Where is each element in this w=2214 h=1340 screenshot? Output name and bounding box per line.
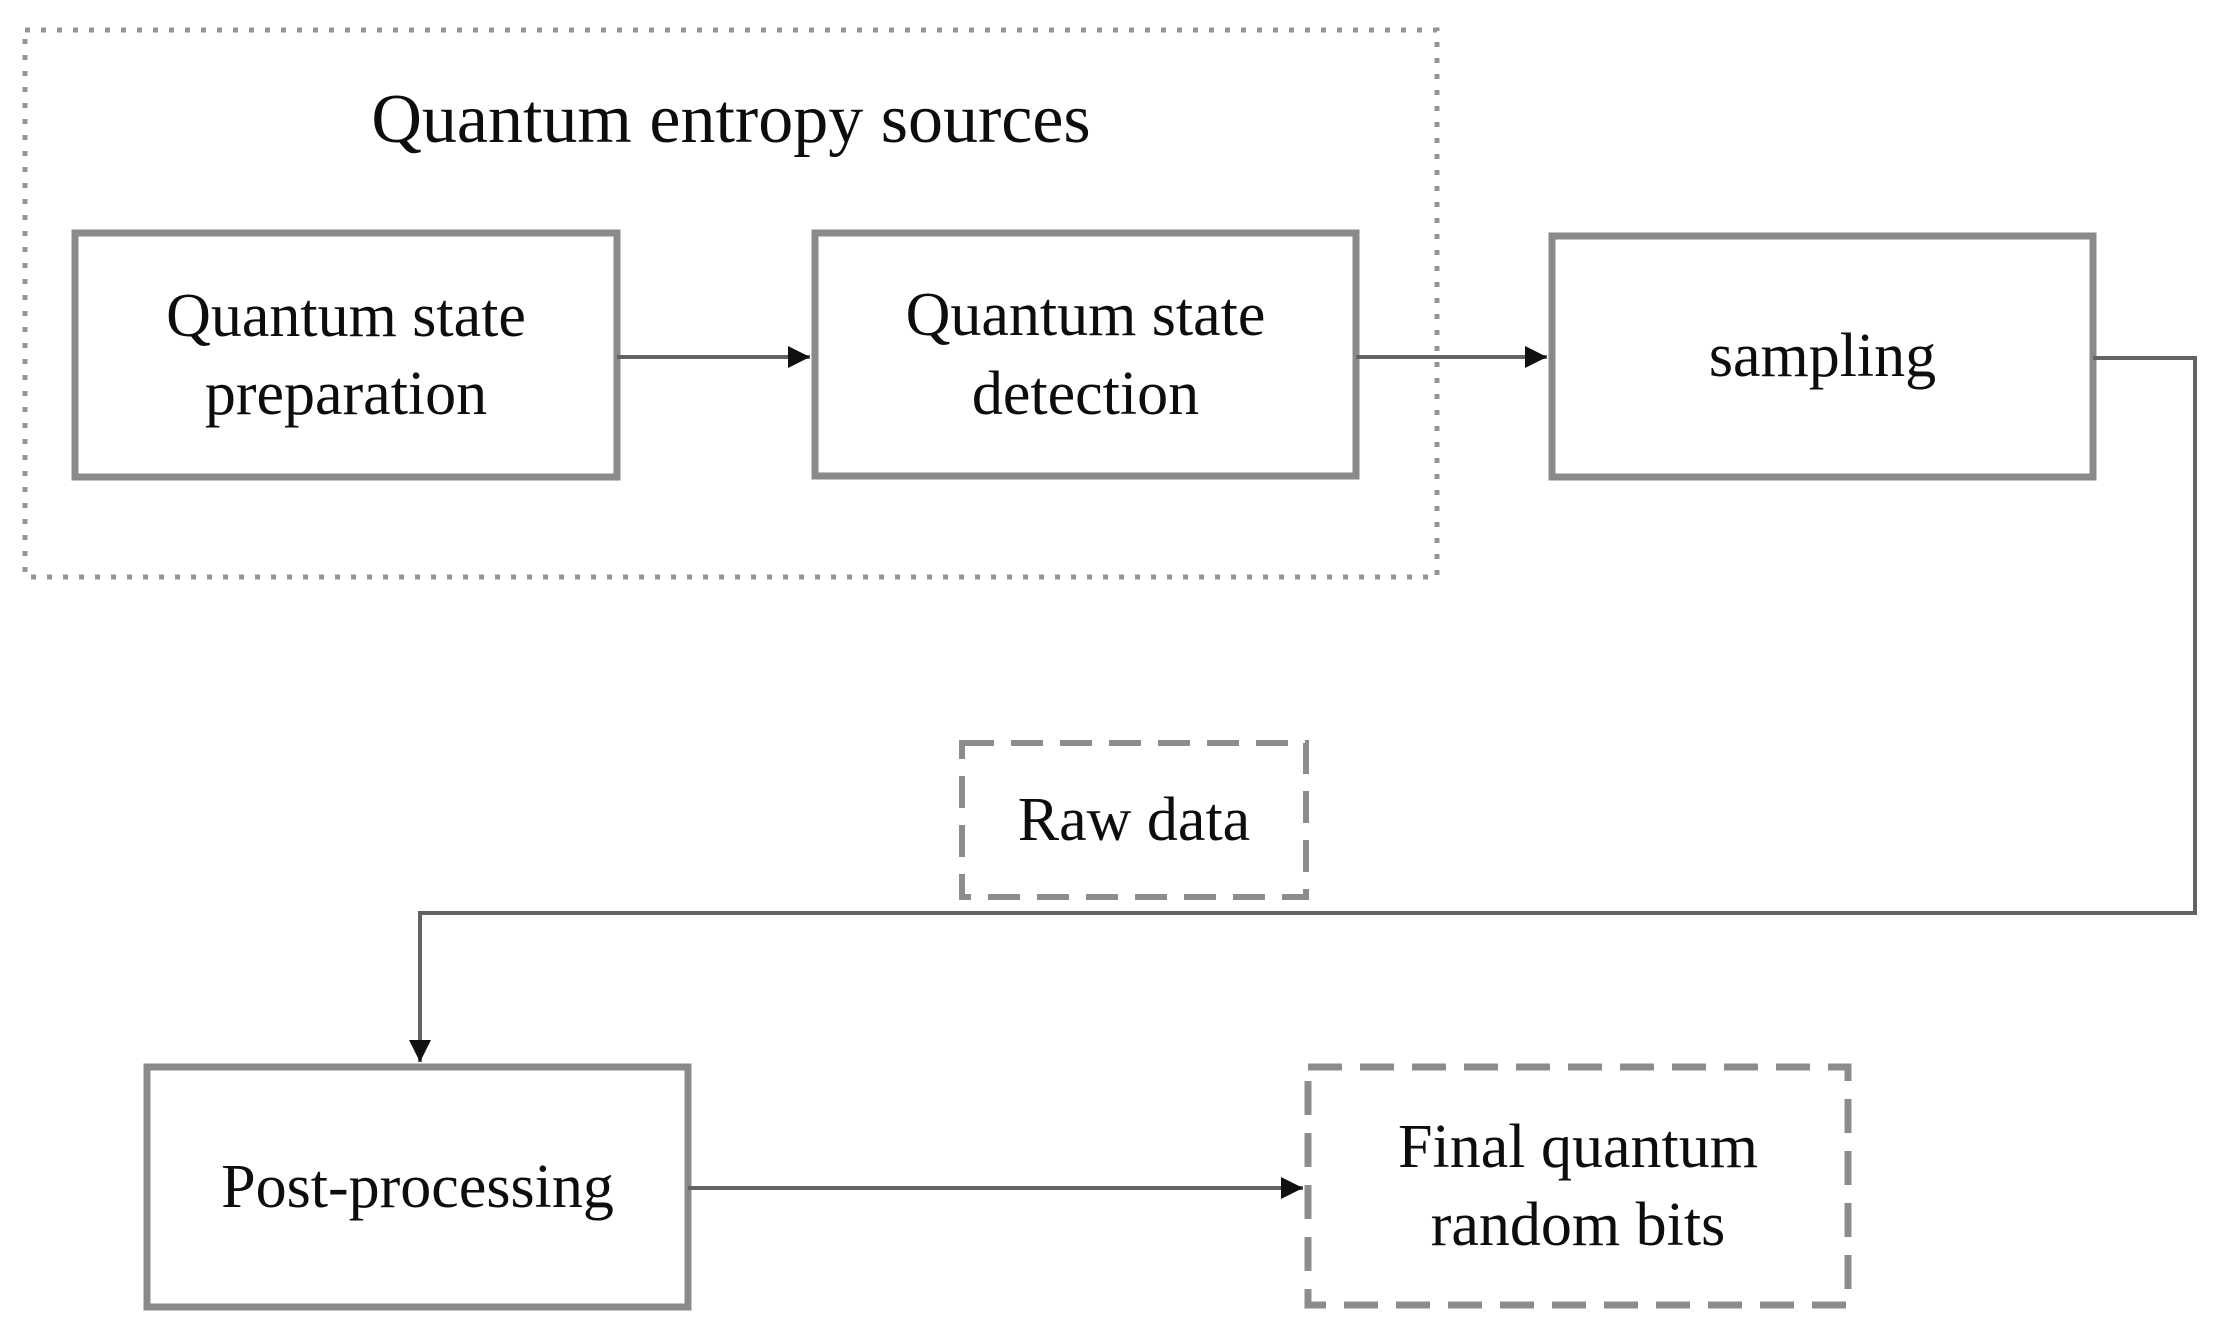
node-raw-data-box	[959, 740, 1309, 900]
node-sampling-box	[1548, 232, 2097, 481]
node-final-quantum-random-bits-box	[1304, 1063, 1852, 1309]
node-post-processing-box	[143, 1063, 692, 1311]
arrow-sampling-to-post-processing	[409, 356, 2197, 1062]
node-quantum-state-preparation-box	[71, 229, 621, 481]
quantum-entropy-sources-group-box	[22, 27, 1440, 580]
node-quantum-state-detection-box	[811, 229, 1360, 480]
